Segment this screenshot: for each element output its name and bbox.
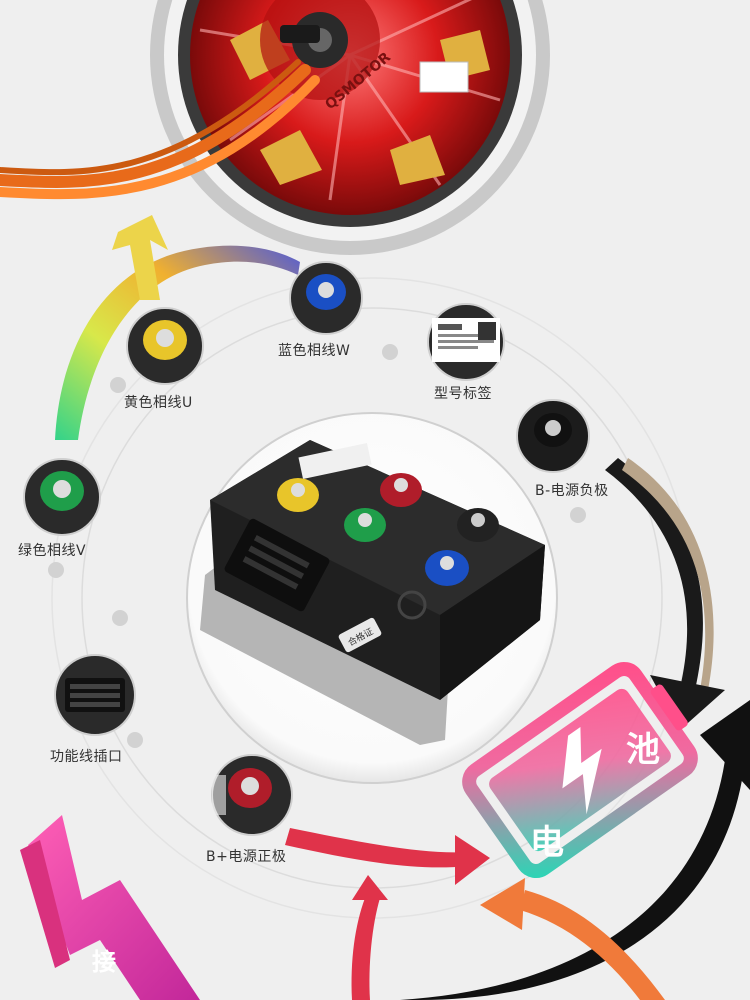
node-battery-negative xyxy=(516,399,590,473)
negative-arrow-icon xyxy=(605,458,725,730)
battery-icon xyxy=(462,661,698,879)
label-battery-negative: B-电源负极 xyxy=(535,483,609,499)
phase-arrow-icon xyxy=(55,215,300,440)
charge-arrow-icon xyxy=(480,878,665,1000)
motor-cables xyxy=(0,59,320,200)
label-model-label: 型号标签 xyxy=(434,386,492,402)
battery-char-bottom: 电 xyxy=(530,823,564,863)
battery-char-top: 池 xyxy=(626,730,660,770)
label-phase-v: 绿色相线V xyxy=(18,543,87,559)
return-arrow-icon xyxy=(400,700,750,1000)
node-battery-positive xyxy=(211,754,293,836)
label-battery-positive: B+电源正极 xyxy=(206,849,287,865)
up-arrow-icon xyxy=(351,875,388,1000)
node-function-port xyxy=(54,654,136,736)
node-model-label xyxy=(427,303,505,381)
corner-badge-char: 接 xyxy=(92,948,116,976)
connect-arrow-icon xyxy=(20,815,200,1000)
label-phase-w: 蓝色相线W xyxy=(278,343,351,359)
label-phase-u: 黄色相线U xyxy=(124,395,193,411)
hub-motor-icon: QSMOTOR xyxy=(150,0,550,255)
positive-arrow-icon xyxy=(285,828,490,885)
node-phase-w xyxy=(289,261,363,335)
motor-controller-icon: 合格证 xyxy=(200,440,545,745)
label-function-port: 功能线插口 xyxy=(50,749,123,765)
node-phase-v xyxy=(23,458,101,536)
node-phase-u xyxy=(126,307,204,385)
